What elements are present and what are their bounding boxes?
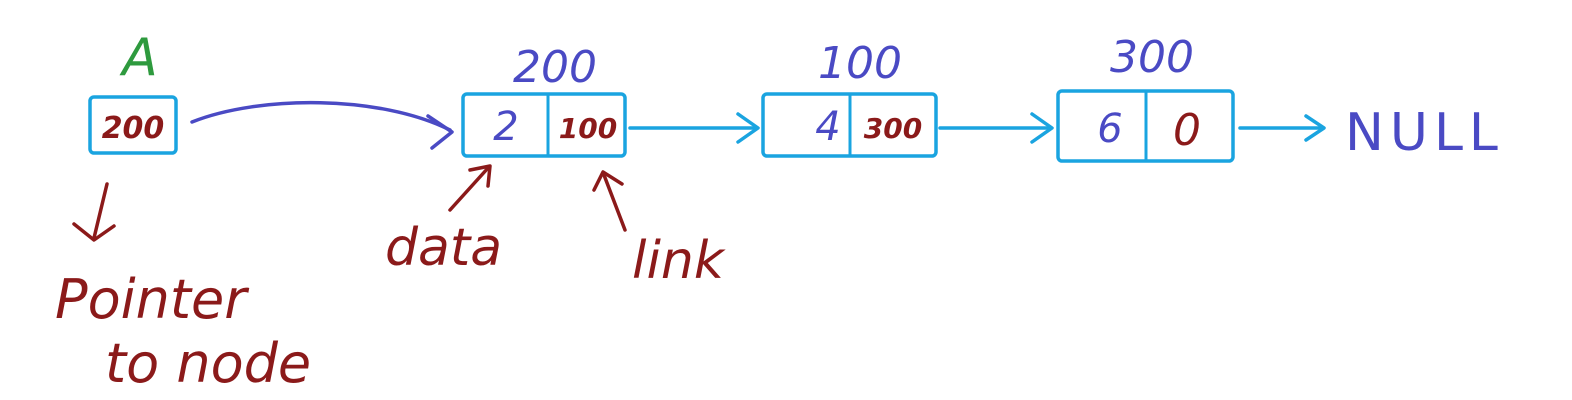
pointer-caption-arrow <box>92 182 109 240</box>
node-1-data: 2 <box>493 104 518 150</box>
pointer-name-label: A <box>119 28 158 88</box>
link-annotation-label: link <box>632 231 726 291</box>
pointer-caption-arrow-head <box>72 222 116 242</box>
link-annotation-arrow <box>602 173 627 232</box>
node-3-address: 300 <box>1110 32 1194 83</box>
node-2: 100 4 300 <box>761 38 938 158</box>
link-annotation-arrow-head <box>592 170 624 192</box>
data-annotation-label: data <box>385 218 502 278</box>
arrow-node-3-to-null-head <box>1304 114 1326 142</box>
arrow-node-1-to-2-head <box>736 112 760 144</box>
pointer-arrow-head <box>426 114 454 150</box>
pointer-box <box>88 95 178 155</box>
node-1: 200 2 100 <box>461 42 627 158</box>
null-terminal-label: NULL <box>1345 103 1504 163</box>
pointer-variable: A 200 <box>88 28 178 155</box>
node-1-address: 200 <box>513 42 597 93</box>
node-1-link: 100 <box>559 112 617 145</box>
data-annotation-arrow-head <box>468 164 492 188</box>
pointer-value: 200 <box>102 111 165 146</box>
pointer-caption-line-2: to node <box>105 332 311 395</box>
node-1-box <box>461 92 627 158</box>
data-annotation-arrow <box>448 166 490 212</box>
arrow-node-2-to-3-head <box>1030 112 1054 144</box>
node-3-data: 6 <box>1097 106 1122 152</box>
node-3-link: 0 <box>1173 105 1201 156</box>
pointer-caption-line-1: Pointer <box>55 268 249 331</box>
node-2-address: 100 <box>818 38 902 89</box>
node-3: 300 6 0 <box>1056 32 1235 163</box>
node-2-data: 4 <box>815 104 840 150</box>
node-2-link: 300 <box>864 112 922 145</box>
pointer-arrow <box>190 100 452 132</box>
